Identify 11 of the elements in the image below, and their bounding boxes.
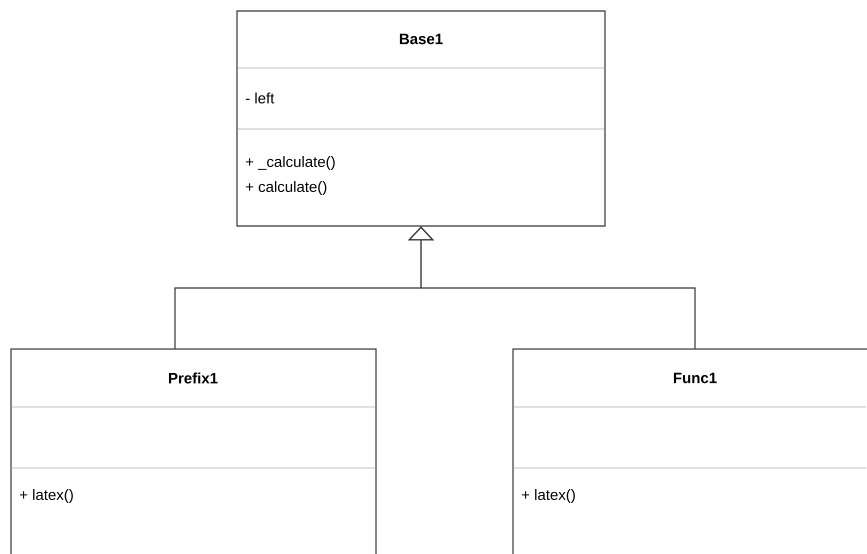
method-text: + latex()	[522, 489, 575, 503]
class-name: Base1	[400, 34, 443, 44]
class-box	[236, 10, 606, 227]
class-box	[10, 348, 377, 554]
class-name: Prefix1	[169, 372, 218, 384]
attribute-text: - left	[246, 92, 274, 104]
method-text: + latex()	[20, 489, 73, 503]
method-text: + calculate()	[246, 181, 326, 195]
method-text: + _calculate()	[246, 156, 335, 170]
class-box	[512, 348, 867, 554]
class-name: Func1	[674, 372, 717, 384]
